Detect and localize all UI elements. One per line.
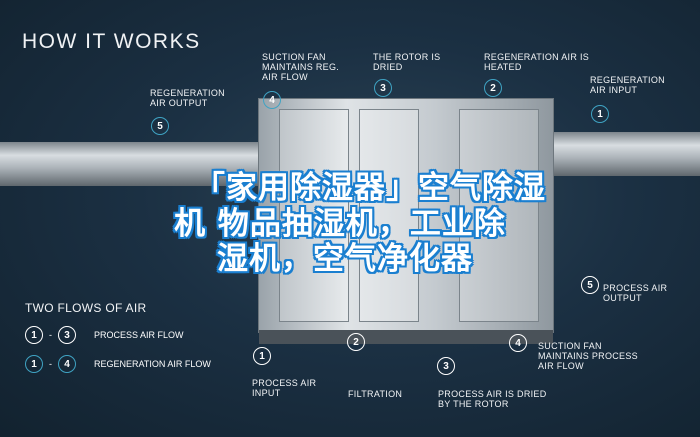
callout-bottom-1-label: PROCESS AIR INPUT: [252, 378, 317, 398]
callout-bottom-3-badge: 3: [437, 357, 455, 375]
duct-right: [550, 132, 700, 176]
callout-bottom-5-label: PROCESS AIR OUTPUT: [603, 283, 668, 303]
overlay-line-2: 机 物品抽湿机，工业除: [174, 206, 506, 242]
callout-top-3-badge: 3: [374, 79, 392, 97]
callout-top-3-label: THE ROTOR IS DRIED: [373, 52, 441, 72]
callout-bottom-3-label: PROCESS AIR IS DRIED BY THE ROTOR: [438, 389, 547, 409]
page-title: HOW IT WORKS: [22, 30, 201, 53]
duct-left: [0, 142, 262, 186]
callout-bottom-2-label: FILTRATION: [348, 389, 403, 399]
legend-title: TWO FLOWS OF AIR: [25, 301, 147, 315]
legend-badge-to: 4: [58, 355, 76, 373]
dehumidifier-unit-illustration: [258, 98, 554, 344]
callout-top-5-label: REGENERATION AIR OUTPUT: [150, 88, 225, 108]
legend-badge-from: 1: [25, 355, 43, 373]
callout-bottom-1-badge: 1: [253, 347, 271, 365]
callout-top-2-badge: 2: [484, 79, 502, 97]
callout-top-5-badge: 5: [151, 117, 169, 135]
legend-dash: -: [49, 330, 52, 340]
overlay-line-3: 湿机，空气净化器: [217, 241, 473, 277]
legend-dash: -: [49, 359, 52, 369]
callout-bottom-4-badge: 4: [509, 334, 527, 352]
callout-top-4-label: SUCTION FAN MAINTAINS REG. AIR FLOW: [262, 52, 340, 82]
legend-badge-to: 3: [58, 326, 76, 344]
legend-row-regeneration: 1 - 4 REGENERATION AIR FLOW: [25, 355, 211, 373]
callout-top-4-badge: 4: [263, 91, 281, 109]
callout-bottom-5-badge: 5: [581, 276, 599, 294]
callout-bottom-4-label: SUCTION FAN MAINTAINS PROCESS AIR FLOW: [538, 341, 638, 371]
legend-text: PROCESS AIR FLOW: [94, 330, 184, 340]
callout-top-1-label: REGENERATION AIR INPUT: [590, 75, 665, 95]
legend-row-process: 1 - 3 PROCESS AIR FLOW: [25, 326, 184, 344]
legend-badge-from: 1: [25, 326, 43, 344]
legend-text: REGENERATION AIR FLOW: [94, 359, 211, 369]
callout-bottom-2-badge: 2: [347, 333, 365, 351]
callout-top-2-label: REGENERATION AIR IS HEATED: [484, 52, 590, 72]
callout-top-1-badge: 1: [591, 105, 609, 123]
overlay-line-1: 「家用除湿器」空气除湿: [194, 170, 546, 206]
